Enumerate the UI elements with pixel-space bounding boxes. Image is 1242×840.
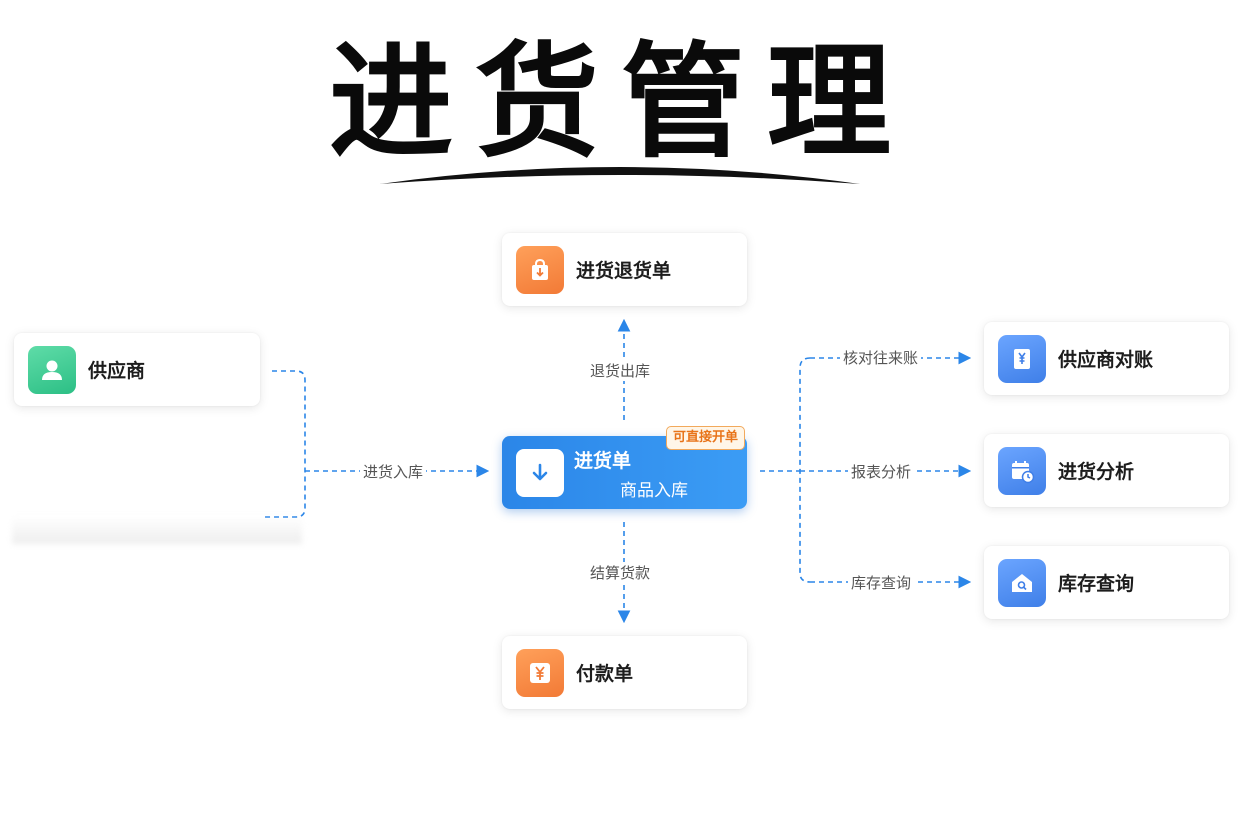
node-supplier-label: 供应商	[88, 360, 146, 382]
yen-book-icon	[998, 334, 1046, 383]
direct-order-badge: 可直接开单	[666, 426, 746, 450]
node-inventory-query-label: 库存查询	[1058, 573, 1135, 595]
node-supplier-reconcile-label: 供应商对账	[1058, 349, 1154, 371]
node-purchase-order-subtitle: 商品入库	[620, 481, 688, 501]
node-payment-label: 付款单	[576, 663, 634, 685]
shopping-bag-icon	[516, 245, 564, 294]
node-purchase-analysis[interactable]: 进货分析	[984, 434, 1229, 507]
node-purchase-return-label: 进货退货单	[576, 260, 672, 282]
node-purchase-return[interactable]: 进货退货单	[502, 233, 747, 306]
node-purchase-analysis-label: 进货分析	[1058, 461, 1135, 483]
yen-icon	[516, 648, 564, 697]
label-inventory-query: 库存查询	[848, 572, 915, 593]
label-check-accounts: 核对往来账	[840, 347, 922, 368]
node-supplier[interactable]: 供应商	[14, 333, 260, 406]
label-report-analysis: 报表分析	[848, 461, 915, 482]
diagram-title: 进货管理	[328, 31, 913, 175]
node-supplier-reconcile[interactable]: 供应商对账	[984, 322, 1229, 395]
node-purchase-order-title: 进货单	[574, 450, 632, 472]
node-payment[interactable]: 付款单	[502, 636, 747, 709]
calendar-clock-icon	[998, 446, 1046, 495]
house-search-icon	[998, 558, 1046, 607]
download-arrow-icon	[516, 449, 564, 497]
label-return-out: 退货出库	[587, 360, 654, 381]
node-inventory-query[interactable]: 库存查询	[984, 546, 1229, 619]
faded-card-shadow	[12, 516, 302, 544]
label-settle-payment: 结算货款	[587, 562, 654, 583]
label-stock-in: 进货入库	[360, 461, 427, 482]
user-icon	[28, 345, 76, 394]
